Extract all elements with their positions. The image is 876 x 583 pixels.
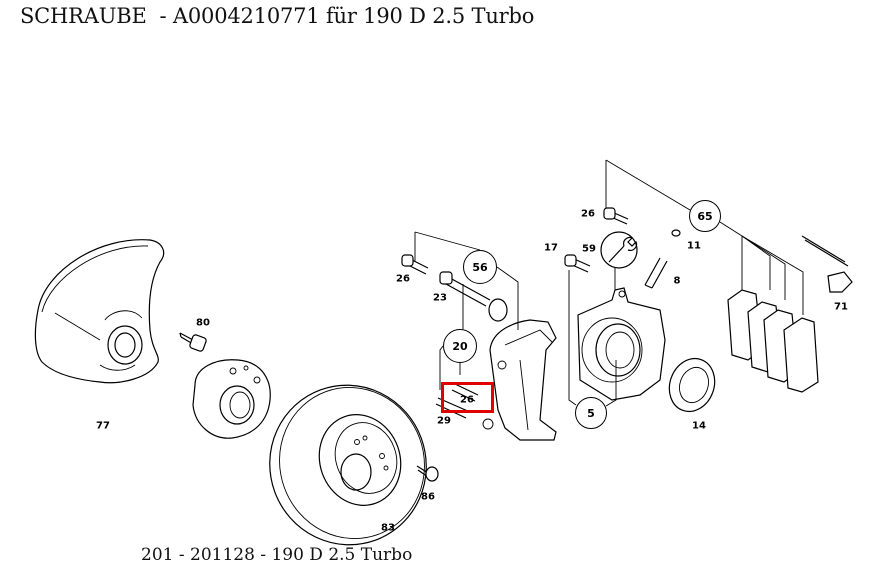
part-label-8[interactable]: 8 (673, 275, 681, 287)
group-circle-20[interactable]: 20 (443, 329, 477, 363)
bolts-left-caliper (401, 254, 508, 322)
part-label-86[interactable]: 86 (421, 491, 435, 503)
part-label-17[interactable]: 17 (544, 242, 558, 254)
brake-pads-65 (727, 289, 819, 393)
part-label-26-b[interactable]: 26 (581, 208, 595, 220)
wheel-hub (192, 359, 271, 439)
torque-wrench-symbol-59 (600, 231, 638, 269)
selected-part-highlight (441, 382, 494, 413)
splash-shield-77 (34, 239, 165, 384)
pad-retaining-pin-71 (801, 235, 853, 293)
bolt-80 (179, 332, 207, 352)
part-label-77[interactable]: 77 (96, 420, 110, 432)
anti-rattle-spring-14 (668, 357, 716, 413)
screw-86 (416, 465, 439, 482)
model-caption: 201 - 201128 - 190 D 2.5 Turbo (141, 545, 413, 565)
part-label-14[interactable]: 14 (692, 420, 706, 432)
bolts-right-caliper (564, 207, 629, 273)
part-label-26-a[interactable]: 26 (396, 273, 410, 285)
leader-lines (54, 159, 804, 407)
part-label-59[interactable]: 59 (582, 243, 596, 255)
caliper-housing (577, 287, 666, 401)
part-label-23[interactable]: 23 (433, 292, 447, 304)
part-label-11[interactable]: 11 (687, 240, 701, 252)
part-label-80[interactable]: 80 (196, 317, 210, 329)
group-circle-56[interactable]: 56 (463, 250, 497, 284)
page-title: SCHRAUBE - A0004210771 für 190 D 2.5 Tur… (20, 4, 535, 28)
group-circle-65[interactable]: 65 (689, 200, 721, 232)
part-label-83[interactable]: 83 (381, 522, 395, 534)
bleeder-valve-8-11 (644, 229, 681, 289)
group-circle-5[interactable]: 5 (575, 397, 607, 429)
part-label-71[interactable]: 71 (834, 301, 848, 313)
part-label-26-highlighted[interactable]: 26 (460, 394, 474, 406)
part-label-29[interactable]: 29 (437, 415, 451, 427)
brake-disc-83 (269, 384, 427, 546)
